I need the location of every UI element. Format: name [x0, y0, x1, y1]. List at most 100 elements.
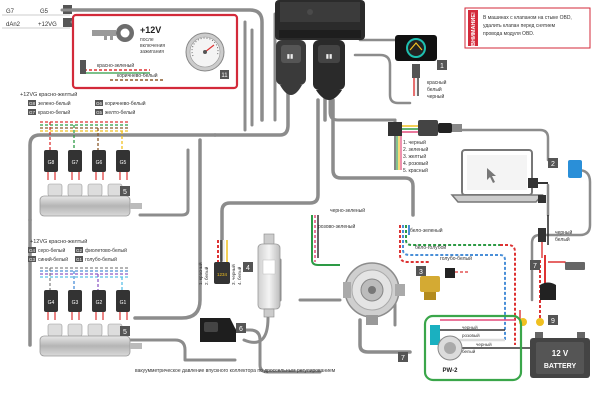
- temperature-sensor: черный белый 7: [530, 228, 585, 300]
- injector-connectors-top: G8 G7 G6 G5: [44, 150, 130, 180]
- injector-rail-top: 5: [39, 183, 142, 217]
- bottom-row-code-4: G1: [76, 257, 83, 262]
- warning-text-3: провода модуля OBD.: [483, 31, 534, 37]
- sensor-wire-white: белый: [555, 236, 570, 243]
- svg-text:▮▮: ▮▮: [326, 54, 333, 60]
- ignition-wire-1: красно-зеленый: [97, 62, 134, 69]
- injector-group-top: +12VG красно-желтый G8 зелено-белый G7 к…: [20, 91, 146, 217]
- bottom-row-color-3: фиолетово-белый: [85, 247, 127, 254]
- top-row-color-3: коричнево-белый: [105, 100, 146, 107]
- top-connector-g7: G7: [72, 160, 79, 166]
- bottom-row-color-4: голубо-белый: [85, 256, 117, 263]
- pw2-wire-4: черный: [476, 341, 492, 347]
- wire-white-green: бело-зеленый: [410, 227, 443, 234]
- number-badge-3: 3: [419, 269, 423, 276]
- gauge-wire-red: красный: [427, 79, 447, 86]
- bottom-row-code-2: G3: [29, 257, 36, 262]
- code-dan2: dAn2: [6, 22, 21, 28]
- wire-blue-white: голубо-белый: [440, 255, 472, 262]
- top-connector-g8: G8: [48, 160, 55, 166]
- injector-connectors-bottom: G4 G3 G2 G1: [44, 290, 130, 320]
- injector-group-bottom: +12VG красно-желтый G4 серо-белый G3 син…: [28, 238, 142, 357]
- gas-reducer: [343, 262, 405, 325]
- connector-box: [63, 18, 72, 27]
- bottom-connector-g1: G1: [120, 300, 127, 306]
- gauge-wire-white: белый: [427, 86, 442, 93]
- bottom-row-color-2: синий-белый: [38, 256, 68, 263]
- colored-wire-bundle: [217, 215, 549, 349]
- top-row-code-2: G7: [29, 110, 36, 115]
- warning-box: ВНИМАНИЕ! В машинах с клапаном на стыке …: [464, 7, 591, 49]
- ignition-plus12v: +12V: [140, 25, 161, 35]
- number-badge-4: 4: [246, 265, 250, 272]
- pressure-wire-3: 3. черный: [230, 264, 236, 285]
- gauge-wire-black: черный: [427, 93, 445, 100]
- ignition-wire-2: коричнево-белый: [117, 72, 158, 79]
- number-badge-1: 1: [440, 63, 444, 70]
- top-row-color-2: красно-белый: [38, 109, 70, 116]
- ignition-note-3: зажигания: [140, 49, 164, 55]
- obd-wire-2: 2. зеленый: [403, 146, 428, 153]
- number-badge-11: 11: [221, 73, 228, 79]
- obd-wire-5: 5. красный: [403, 167, 428, 174]
- obd-wire-3: 3. желтый: [403, 153, 426, 160]
- usb-interface-icon: [568, 160, 582, 178]
- pw2-wire-1: черный: [462, 324, 478, 330]
- pw2-label: PW-2: [443, 368, 459, 374]
- top-row-code-1: G8: [29, 101, 36, 106]
- solenoid-valve: 3: [416, 266, 470, 300]
- bottom-row-code-3: G2: [76, 248, 83, 253]
- warning-text-1: В машинах с клапаном на стыке OBD,: [483, 15, 572, 21]
- bottom-row-code-1: G4: [29, 248, 36, 253]
- number-badge-9: 7: [533, 263, 537, 270]
- wire-pink-green: розово-зеленый: [318, 223, 355, 230]
- bottom-row-color-1: серо-белый: [38, 247, 65, 254]
- obd-wire-1: 1. черный: [403, 139, 426, 146]
- top-connector-g6: G6: [96, 160, 103, 166]
- code-12vg: +12VG: [38, 22, 57, 28]
- battery-voltage: 12 V: [552, 349, 569, 358]
- ecu-module: ▮▮ ▮▮: [275, 0, 365, 100]
- bottom-connector-g3: G3: [72, 300, 79, 306]
- tachometer-icon: [185, 32, 225, 72]
- pw2-wire-3: белый: [462, 348, 476, 354]
- lpg-gauge: красный белый черный 1: [395, 35, 447, 100]
- top-row-color-1: зелено-белый: [38, 100, 71, 107]
- number-badge-6: 6: [239, 326, 243, 333]
- obd-wire-4: 4. розовый: [403, 160, 428, 167]
- key-icon: [92, 24, 134, 42]
- ignition-note-2: включения: [140, 43, 165, 49]
- top-row-code-4: G5: [96, 110, 103, 115]
- bottom-connector-g4: G4: [48, 300, 55, 306]
- battery-label: BATTERY: [544, 363, 577, 370]
- center-wire-labels: черно-зеленый розово-зеленый бело-зелены…: [318, 207, 472, 262]
- warning-banner: ВНИМАНИЕ!: [471, 12, 477, 46]
- number-badge-5-top: 5: [123, 189, 127, 196]
- code-g5: G5: [40, 9, 49, 15]
- wire-white-blue: бело-голубой: [415, 244, 446, 251]
- fuse: 9: [519, 310, 558, 326]
- ignition-box: +12V после включения зажигания красно-зе…: [71, 13, 239, 90]
- pw2-wire-2: розовый: [462, 332, 480, 338]
- obd-connector: 1. черный 2. зеленый 3. желтый 4. розовы…: [388, 120, 462, 174]
- pressure-wire-2: 2. белый: [203, 266, 209, 285]
- vacuum-note: вакуумметрическое давление впускного кол…: [135, 368, 336, 374]
- top-row-color-4: желто-белый: [105, 109, 135, 116]
- pressure-wire-1: 1. красный: [197, 262, 203, 285]
- laptop-icon: 2: [450, 149, 582, 203]
- injector-rail-bottom: 5: [39, 323, 142, 357]
- top-row-code-3: G6: [96, 101, 103, 106]
- top-connector-g5: G5: [120, 160, 127, 166]
- warning-text-2: удалить клапан перед снятием: [483, 23, 556, 29]
- number-badge-10: 9: [551, 318, 555, 325]
- gas-filter: [257, 233, 281, 318]
- sensor-pin-code: 1234: [217, 272, 228, 277]
- wire-black-green: черно-зеленый: [330, 207, 365, 214]
- svg-text:▮▮: ▮▮: [287, 54, 294, 60]
- code-g7: G7: [6, 9, 15, 15]
- ignition-note-1: после: [140, 37, 154, 43]
- map-sensor: 1234 1. красный 2. белый 3. черный 4. бе…: [197, 262, 253, 285]
- number-badge-7: 7: [401, 355, 405, 362]
- battery: 12 V BATTERY: [530, 332, 590, 378]
